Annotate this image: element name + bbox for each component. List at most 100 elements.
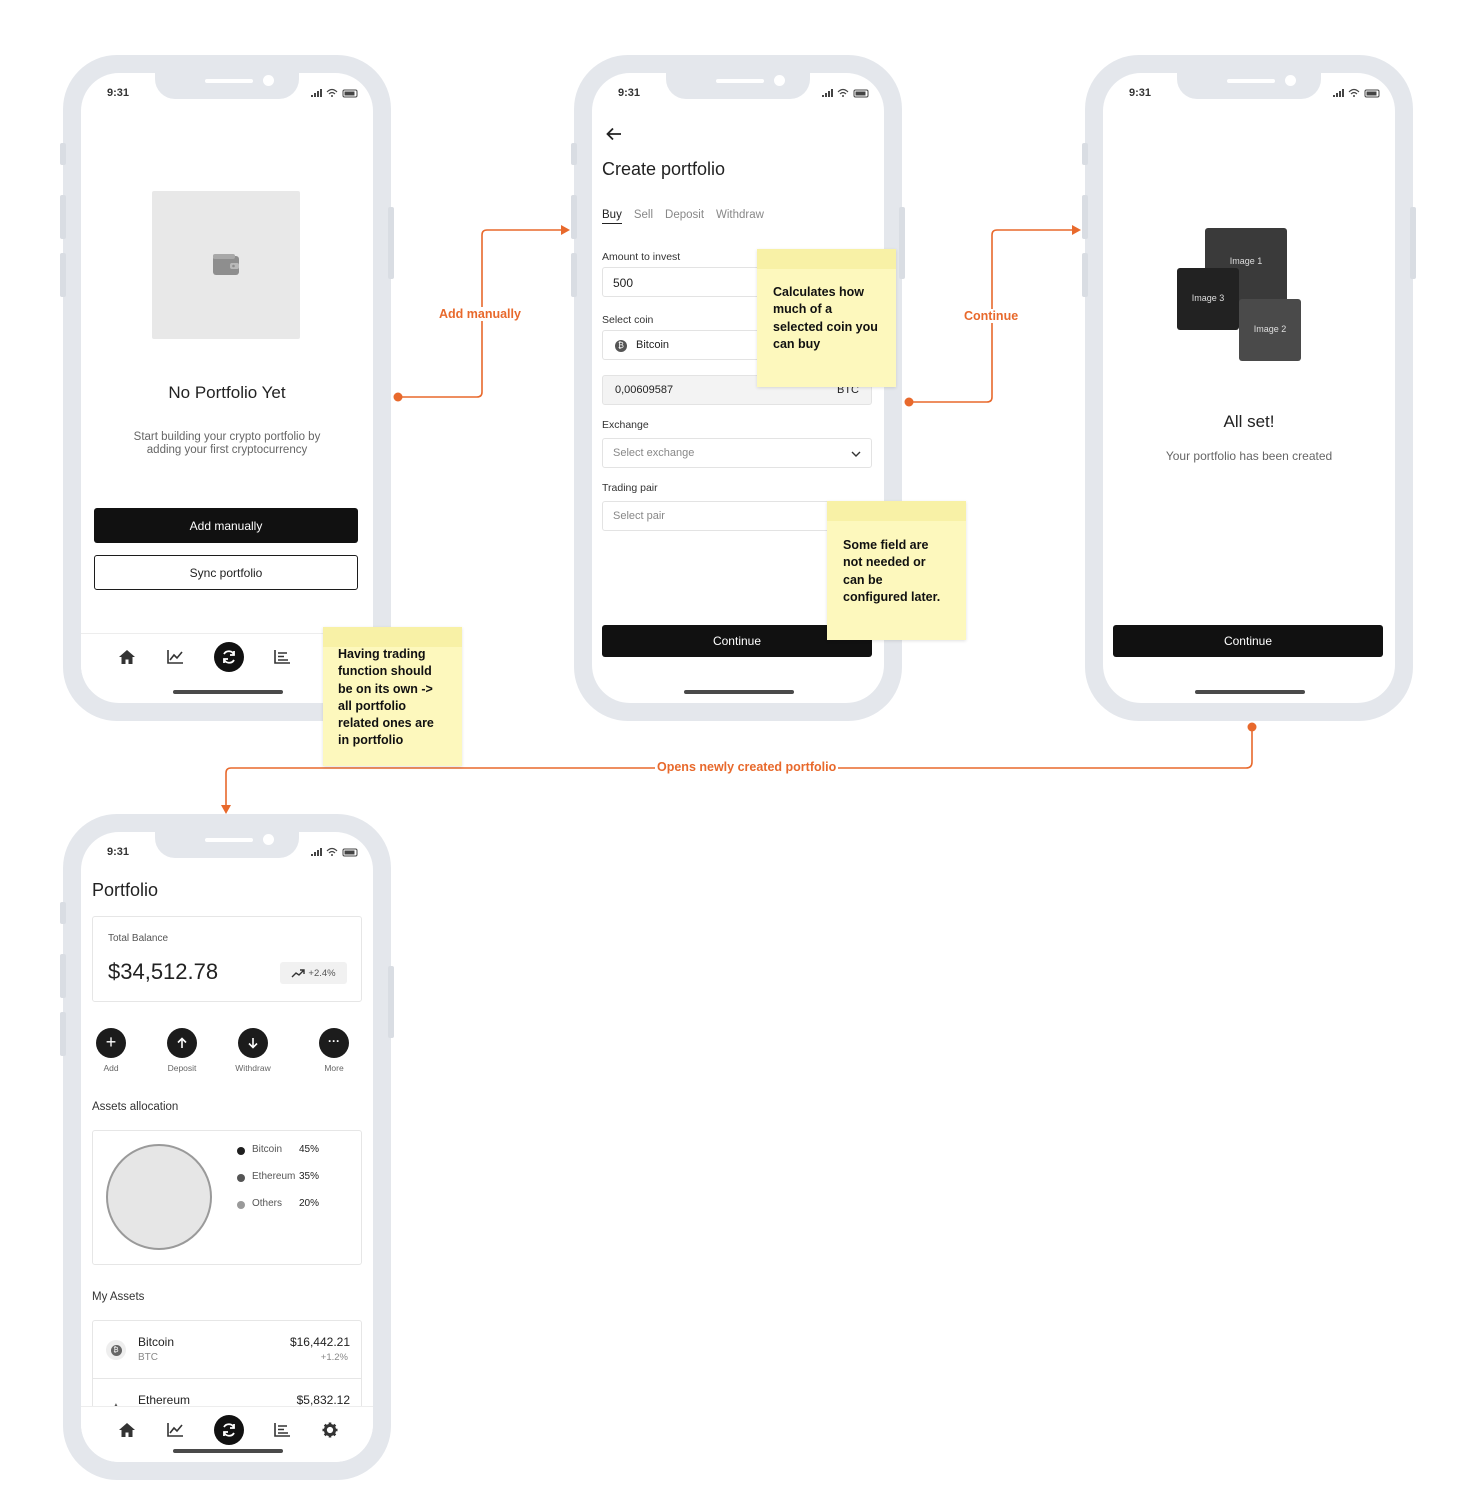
page-title: Portfolio — [92, 880, 159, 900]
status-icons — [311, 847, 358, 857]
balance-label: Total Balance — [108, 933, 169, 944]
screen-portfolio: 9:31 Portfolio Total Balance $34,512.78 … — [81, 832, 373, 1462]
deposit-action-label: Deposit — [167, 1063, 197, 1073]
legend-dot — [237, 1147, 245, 1155]
chevron-down-icon — [851, 451, 861, 457]
sync-icon[interactable] — [214, 1415, 244, 1445]
sticky-note-text: Having trading function should be on its… — [338, 647, 434, 748]
gear-icon[interactable] — [319, 1419, 341, 1441]
sticky-note-trading-function: Having trading function should be on its… — [323, 627, 462, 766]
plus-icon: + — [96, 1028, 126, 1058]
phone-portfolio: 9:31 Portfolio Total Balance $34,512.78 … — [60, 814, 394, 1480]
more-dots-icon: ··· — [319, 1028, 349, 1058]
bitcoin-icon: ₿ — [615, 340, 627, 352]
status-time: 9:31 — [618, 87, 641, 99]
back-arrow-icon[interactable] — [606, 127, 622, 141]
deposit-action[interactable]: Deposit — [162, 1028, 202, 1073]
legend-pct: 20% — [299, 1198, 320, 1209]
sync-portfolio-button[interactable]: Sync portfolio — [94, 555, 358, 590]
screen-all-set: 9:31 Image 1 Image 2 Image 3 All set! Yo… — [1103, 73, 1395, 703]
phone-empty-state: 9:31 No Portfolio Yet Start building you… — [60, 55, 394, 721]
flow-label-opens-portfolio: Opens newly created portfolio — [655, 760, 839, 774]
continue-button[interactable]: Continue — [1113, 625, 1383, 657]
legend-dot — [237, 1174, 245, 1182]
amount-label: Amount to invest — [602, 251, 681, 263]
connector-start-dot — [904, 397, 914, 407]
arrow-down-icon — [238, 1028, 268, 1058]
image-3-label: Image 3 — [1191, 293, 1225, 303]
withdraw-action[interactable]: Withdraw — [228, 1028, 278, 1073]
more-action[interactable]: ··· More — [314, 1028, 354, 1073]
allocation-card: Bitcoin 45% Ethereum 35% Others 20% — [92, 1130, 362, 1265]
image-1-label: Image 1 — [1229, 256, 1263, 266]
my-assets-title: My Assets — [92, 1291, 145, 1303]
trade-tabs: Buy Sell Deposit Withdraw — [602, 209, 764, 224]
arrow-up-icon — [167, 1028, 197, 1058]
balance-card: Total Balance $34,512.78 +2.4% — [92, 916, 362, 1002]
chart-line-icon[interactable] — [164, 1419, 186, 1441]
legend-name: Ethereum — [252, 1171, 296, 1182]
balance-value: $34,512.78 — [108, 959, 219, 984]
asset-name: Bitcoin — [138, 1335, 175, 1349]
home-indicator — [173, 690, 283, 694]
tab-withdraw[interactable]: Withdraw — [716, 209, 764, 221]
connector-start-dot — [1247, 722, 1257, 732]
bar-list-icon[interactable] — [271, 646, 293, 668]
asset-change: +1.2% — [320, 1352, 348, 1363]
home-indicator — [684, 690, 794, 694]
home-indicator — [1195, 690, 1305, 694]
arrow-head — [1072, 225, 1081, 235]
asset-symbol: BTC — [138, 1352, 158, 1363]
sync-icon[interactable] — [214, 642, 244, 672]
exchange-select[interactable]: Select exchange — [602, 438, 872, 468]
flow-label-continue: Continue — [962, 309, 1021, 323]
all-set-title: All set! — [1223, 412, 1275, 431]
sticky-note-text: Calculates how much of a selected coin y… — [773, 285, 878, 351]
add-manually-button[interactable]: Add manually — [94, 508, 358, 543]
trend-up-icon — [291, 968, 306, 977]
tab-buy[interactable]: Buy — [602, 209, 622, 224]
connector-start-dot — [393, 392, 403, 402]
status-icons — [822, 88, 869, 98]
sticky-note-optional-fields: Some field are not needed or can be conf… — [827, 501, 966, 640]
legend-pct: 35% — [299, 1171, 320, 1182]
legend-pct: 45% — [299, 1144, 320, 1155]
asset-value: $16,442.21 — [289, 1335, 350, 1349]
allocation-pie-chart — [106, 1144, 212, 1250]
empty-state-subtitle: Start building your crypto portfolio by … — [133, 431, 321, 456]
page-title: Create portfolio — [602, 159, 726, 179]
legend-name: Others — [252, 1198, 283, 1209]
tab-sell[interactable]: Sell — [633, 209, 654, 221]
screen-empty-state: 9:31 No Portfolio Yet Start building you… — [81, 73, 373, 703]
balance-change-badge: +2.4% — [280, 962, 347, 984]
status-icons — [311, 88, 358, 98]
withdraw-action-label: Withdraw — [235, 1063, 271, 1073]
home-indicator — [173, 1449, 283, 1453]
sticky-note-calculation: Calculates how much of a selected coin y… — [757, 249, 896, 387]
balance-change: +2.4% — [308, 967, 336, 979]
empty-state-title: No Portfolio Yet — [168, 383, 286, 402]
asset-row-bitcoin[interactable]: ₿ Bitcoin BTC $16,442.21 +1.2% — [93, 1321, 361, 1379]
status-time: 9:31 — [107, 87, 130, 99]
exchange-label: Exchange — [602, 419, 649, 431]
pair-placeholder: Select pair — [613, 510, 665, 522]
asset-list: ₿ Bitcoin BTC $16,442.21 +1.2% ▲ Ethereu… — [92, 1320, 362, 1420]
bitcoin-icon: ₿ — [106, 1340, 126, 1360]
image-2-label: Image 2 — [1253, 324, 1287, 334]
chart-line-icon[interactable] — [164, 646, 186, 668]
asset-value: $5,832.12 — [296, 1393, 350, 1407]
image-3: Image 3 — [1177, 268, 1239, 330]
status-icons — [1333, 88, 1380, 98]
phone-all-set: 9:31 Image 1 Image 2 Image 3 All set! Yo… — [1082, 55, 1416, 721]
add-action[interactable]: + Add — [96, 1028, 126, 1073]
tab-deposit[interactable]: Deposit — [665, 209, 705, 221]
converted-value: 0,00609587 — [615, 384, 674, 396]
home-icon[interactable] — [116, 646, 138, 668]
amount-value: 500 — [613, 276, 634, 290]
home-icon[interactable] — [116, 1419, 138, 1441]
legend-name: Bitcoin — [252, 1144, 283, 1155]
converted-unit: BTC — [837, 384, 859, 396]
exchange-placeholder: Select exchange — [613, 447, 695, 459]
bar-list-icon[interactable] — [271, 1419, 293, 1441]
quick-actions: + Add Deposit Withdraw ··· More — [92, 1028, 362, 1078]
